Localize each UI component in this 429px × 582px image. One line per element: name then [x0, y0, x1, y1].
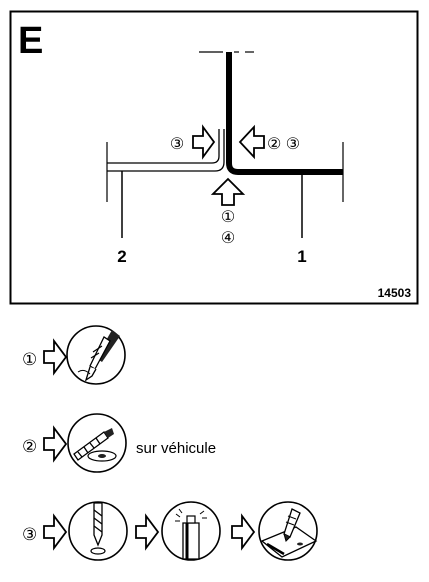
legend-step-3: ③: [22, 501, 318, 561]
step-2-marker: ②: [22, 437, 37, 456]
arrow-from-below: [210, 177, 246, 206]
callout-bottom-bottom: ④: [221, 230, 235, 247]
legend-step-1: ①: [22, 325, 126, 385]
part-label-2: 2: [117, 247, 126, 266]
step-3-marker: ③: [22, 525, 37, 544]
panel-e: E 2 1 ③ ② ③ ①: [9, 10, 419, 305]
panel-letter: E: [18, 20, 43, 62]
step-1-marker: ①: [22, 350, 37, 369]
panel-frame: [9, 10, 419, 305]
callout-bottom-top: ①: [221, 209, 235, 226]
step-2-caption: sur véhicule: [136, 440, 216, 457]
part-1-section: [199, 51, 344, 202]
step-2-arrow: [43, 425, 68, 463]
spot-weld-drill-icon: [67, 413, 127, 473]
part-2-section: [106, 129, 225, 202]
arrow-from-left: [192, 124, 216, 160]
callout-left-arrow: ③: [170, 136, 184, 153]
callout-right-arrow: ② ③: [267, 136, 300, 153]
sealant-brush-icon: [258, 501, 318, 561]
legend-step-2: ② sur véhicule: [22, 413, 216, 473]
arrow-from-right: [238, 124, 265, 160]
step-3-arrow-3: [231, 513, 256, 551]
spray-can-icon: [161, 501, 221, 561]
drill-bit-icon: [68, 501, 128, 561]
step-3-arrow-2: [135, 513, 160, 551]
cutting-tool-icon: [66, 325, 126, 385]
figure-number: 14503: [378, 286, 412, 300]
step-3-arrow-1: [43, 513, 68, 551]
step-1-arrow: [43, 338, 68, 376]
part-label-1: 1: [297, 247, 306, 266]
